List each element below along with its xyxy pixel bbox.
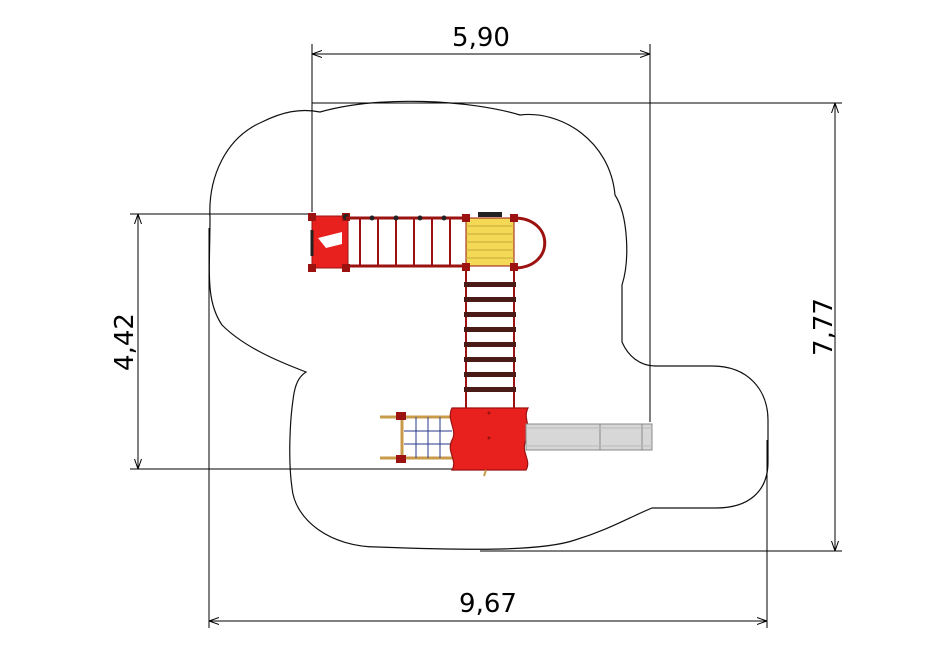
rope-bridge-vertical <box>464 270 516 408</box>
dimension-left-height: 4,42 <box>110 213 452 470</box>
tower-bottom-red <box>449 407 530 477</box>
dimension-label-top: 5,90 <box>452 23 510 53</box>
tower-top-left <box>308 213 350 272</box>
dimension-label-left: 4,42 <box>110 313 140 371</box>
slide <box>525 423 653 451</box>
dimension-right-height: 7,77 <box>312 102 842 552</box>
tower-yellow-roof <box>462 212 547 271</box>
playground-structure <box>308 212 653 477</box>
climbing-net-ladder <box>380 412 456 463</box>
horizontal-ladder <box>346 215 466 268</box>
safety-zone-outline <box>208 100 769 550</box>
dimension-top-width: 5,90 <box>311 23 651 422</box>
dimension-label-bottom: 9,67 <box>459 589 517 619</box>
dimension-bottom-width: 9,67 <box>208 228 768 628</box>
dimension-label-right: 7,77 <box>809 298 839 356</box>
